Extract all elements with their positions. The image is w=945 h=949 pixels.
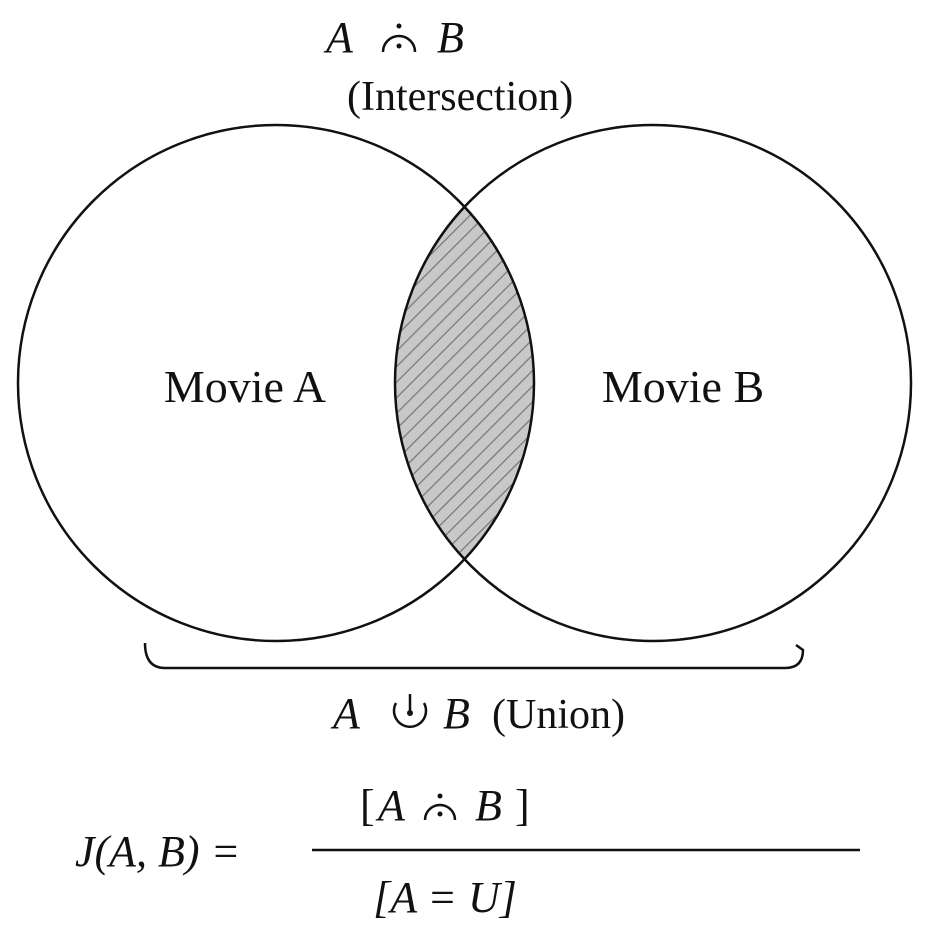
intersection-b: B [437, 13, 464, 62]
movie-a-label: Movie A [164, 361, 326, 412]
denominator: [A = U] [373, 873, 517, 922]
movie-a-circle [16, 123, 536, 643]
union-dot-arc-icon [392, 694, 428, 728]
union-brace [143, 642, 805, 670]
union-a: A [330, 689, 361, 738]
numerator-a: A [375, 781, 406, 830]
intersection-label: (Intersection) [347, 74, 573, 120]
union-b: B [443, 689, 470, 738]
union-label: (Union) [492, 692, 625, 738]
numerator-b: B [475, 781, 502, 830]
intersection-a: A [323, 13, 354, 62]
numerator-intersection-dot-arc-icon [423, 793, 457, 821]
movie-b-label: Movie B [602, 361, 764, 412]
numerator-open-bracket: [ [360, 781, 375, 830]
numerator-close-bracket: ] [515, 781, 530, 830]
movie-b-circle [393, 123, 913, 643]
formula-lhs: J(A, B) = [75, 827, 240, 876]
intersection-dot-arc-icon [381, 23, 417, 53]
